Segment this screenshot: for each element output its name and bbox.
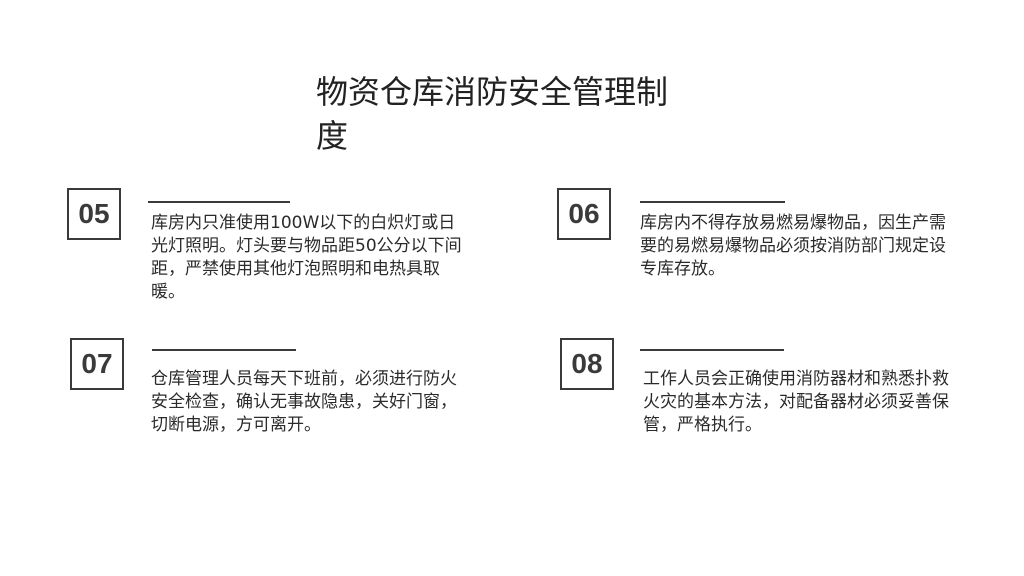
item-number-badge: 05: [67, 188, 121, 240]
item-divider: [640, 201, 785, 203]
item-divider: [640, 349, 784, 351]
item-text: 工作人员会正确使用消防器材和熟悉扑救火灾的基本方法，对配备器材必须妥善保管，严格…: [643, 369, 949, 435]
item-text: 仓库管理人员每天下班前，必须进行防火安全检查，确认无事故隐患，关好门窗，切断电源…: [151, 369, 457, 435]
page-title: 物资仓库消防安全管理制度: [316, 73, 669, 155]
item-number-badge: 07: [70, 338, 124, 390]
item-text: 库房内不得存放易燃易爆物品，因生产需要的易燃易爆物品必须按消防部门规定设专库存放…: [640, 213, 946, 279]
item-divider: [152, 349, 296, 351]
item-divider: [148, 201, 290, 203]
item-text: 库房内只准使用100W以下的白炽灯或日光灯照明。灯头要与物品距50公分以下间距，…: [151, 213, 462, 302]
item-number-badge: 06: [557, 188, 611, 240]
item-number-badge: 08: [560, 338, 614, 390]
